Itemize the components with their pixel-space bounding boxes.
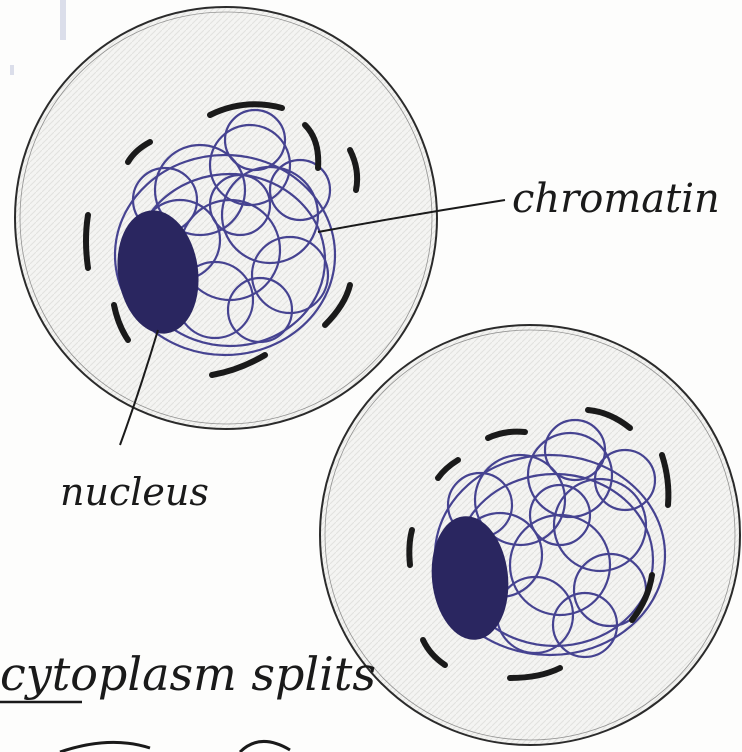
upper-cell bbox=[15, 7, 437, 429]
nucleus-label: nucleus bbox=[60, 470, 209, 514]
caption-text: cytoplasm splits bbox=[0, 647, 376, 701]
faint-mark bbox=[10, 65, 14, 75]
chromatin-label: chromatin bbox=[512, 176, 720, 222]
lower-cell bbox=[320, 325, 740, 745]
faint-mark bbox=[60, 0, 66, 40]
caption-partial-line bbox=[60, 741, 290, 752]
lower-cell-membrane bbox=[320, 325, 740, 745]
upper-cell-membrane bbox=[15, 7, 437, 429]
